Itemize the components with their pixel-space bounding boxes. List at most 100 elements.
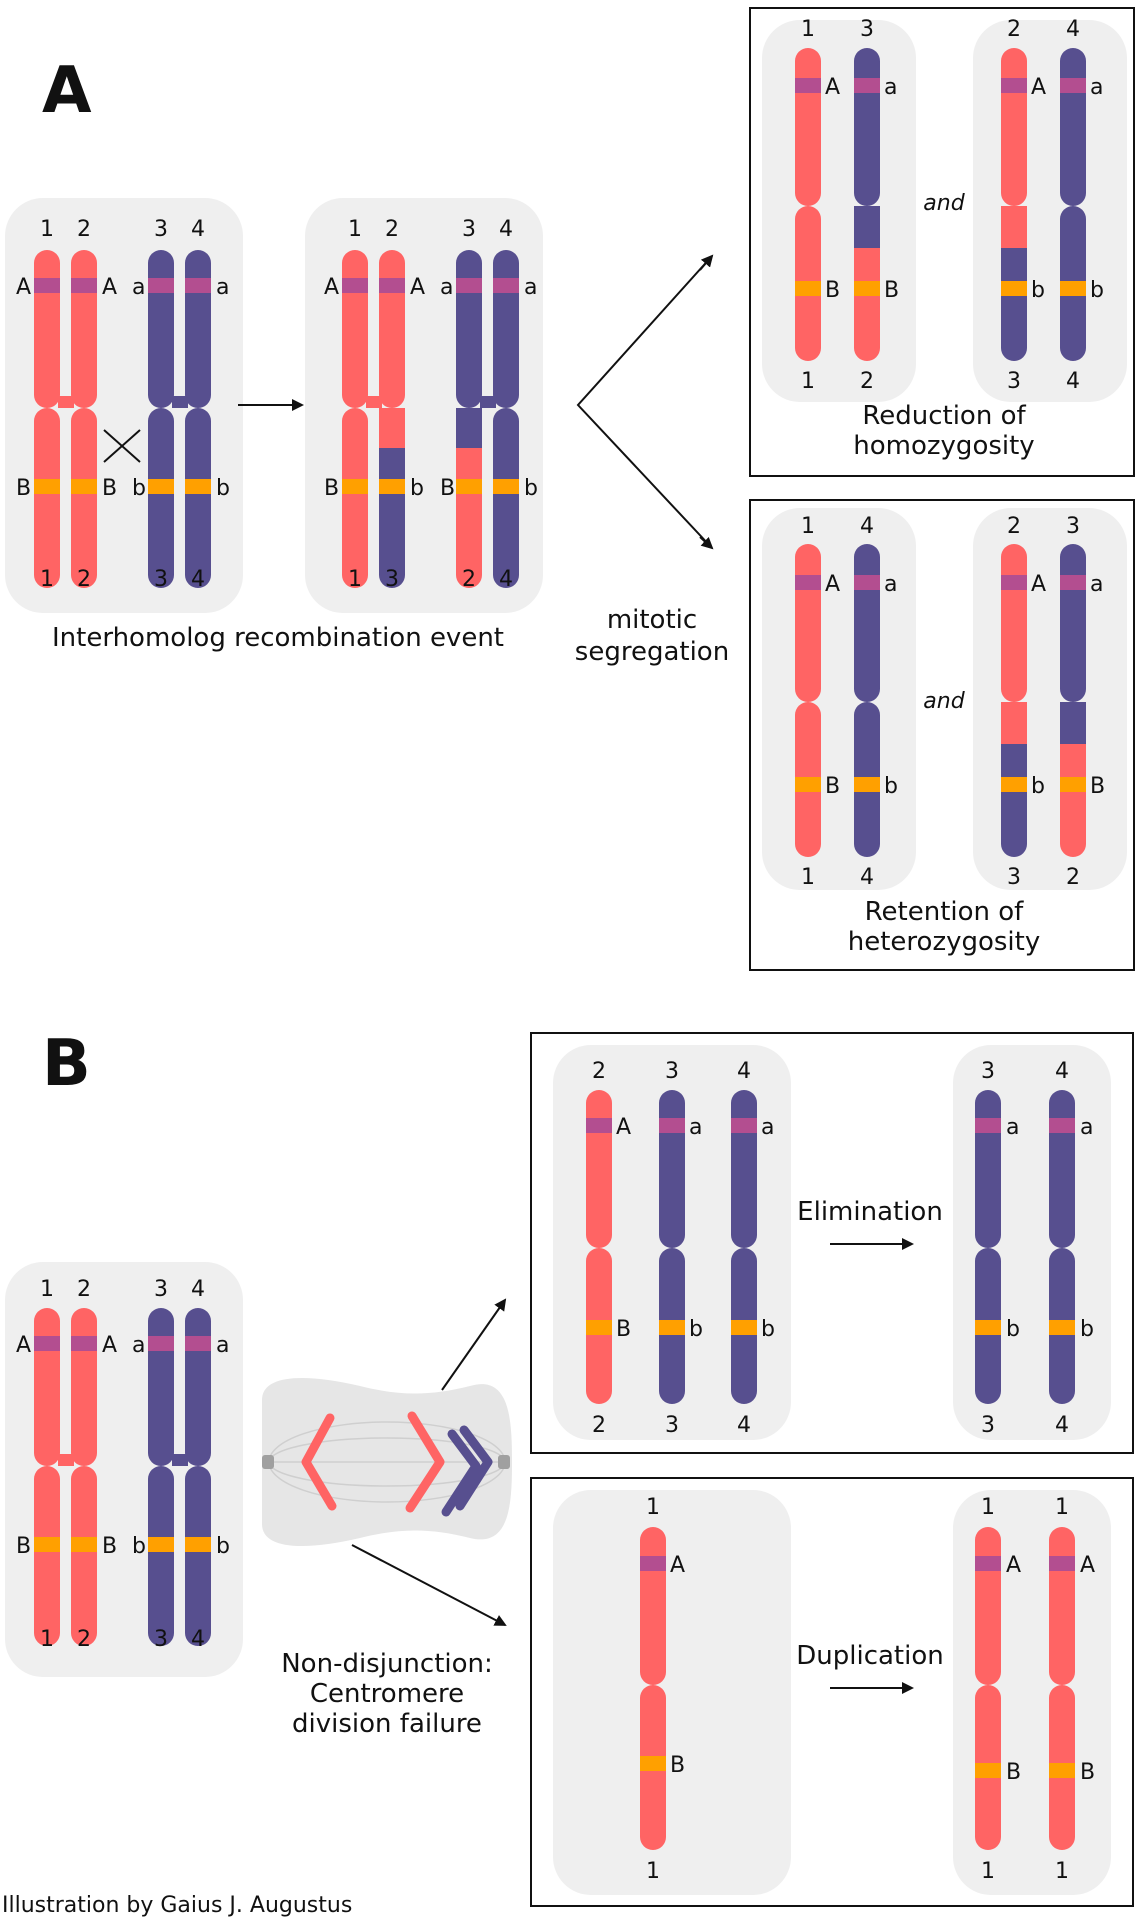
chromosome-4 [185, 1308, 211, 1646]
allele-label: b [761, 1317, 775, 1342]
allele-label: b [132, 476, 146, 501]
chromosome-2-recombined [1001, 544, 1027, 857]
chromosome-3 [975, 1090, 1001, 1404]
chromosome-number: 3 [665, 1059, 679, 1084]
allele-label: a [216, 275, 229, 300]
chromosome-number: 2 [860, 369, 874, 394]
chromosome-number: 3 [1066, 514, 1080, 539]
chromosome-number: 3 [462, 217, 476, 242]
chromosome-number: 4 [499, 217, 513, 242]
allele-label: A [1031, 572, 1046, 597]
allele-label: b [1031, 774, 1045, 799]
allele-label: b [216, 476, 230, 501]
chromosome-1-copy [1049, 1527, 1075, 1850]
chromosome-group-bg [973, 508, 1127, 890]
chromosome-number: 2 [1066, 865, 1080, 890]
chromosome-1 [975, 1527, 1001, 1850]
allele-label: B [440, 476, 455, 501]
allele-label: b [1006, 1317, 1020, 1342]
chromosome-number: 2 [77, 1627, 91, 1652]
chromosome-number: 1 [801, 17, 815, 42]
chromosome-3-recombined [456, 250, 482, 588]
chromosome-number: 3 [1007, 865, 1021, 890]
chromosome-number: 1 [1055, 1495, 1069, 1520]
allele-label: A [1031, 75, 1046, 100]
chromosome-number: 3 [385, 567, 399, 592]
allele-label: A [324, 275, 339, 300]
allele-label: B [16, 1534, 31, 1559]
allele-label: B [825, 278, 840, 303]
elimination-label: Elimination [797, 1197, 943, 1227]
allele-label: a [524, 275, 537, 300]
chromosome-number: 1 [981, 1495, 995, 1520]
chromosome-1 [34, 250, 60, 588]
allele-label: a [884, 572, 897, 597]
allele-label: B [102, 476, 117, 501]
allele-label: a [132, 1333, 145, 1358]
chromosome-number: 3 [665, 1413, 679, 1438]
chromosome-number: 2 [77, 217, 91, 242]
chromosome-number: 4 [1066, 369, 1080, 394]
chromosome-1 [34, 1308, 60, 1646]
allele-label: b [1031, 278, 1045, 303]
dividing-cell-icon [262, 1377, 512, 1547]
allele-label: A [616, 1115, 631, 1140]
retention-caption-line1: Retention of [865, 897, 1025, 927]
chromosome-number: 3 [154, 217, 168, 242]
allele-label: A [410, 275, 425, 300]
allele-label: B [1080, 1760, 1095, 1785]
chromosome-2 [71, 1308, 97, 1646]
segregation-caption-line2: segregation [575, 637, 729, 667]
nondisjunction-caption-line1: Non-disjunction: [281, 1649, 493, 1679]
chromosome-group-bg [553, 1490, 791, 1895]
allele-label: a [689, 1115, 702, 1140]
allele-label: b [524, 476, 538, 501]
chromosome-number: 4 [1055, 1413, 1069, 1438]
chromosome-2-recombined [379, 250, 405, 588]
allele-label: A [102, 1333, 117, 1358]
allele-label: A [102, 275, 117, 300]
chromosome-number: 1 [646, 1495, 660, 1520]
chromosome-4 [185, 250, 211, 588]
allele-label: a [1080, 1115, 1093, 1140]
crossover-x-icon [103, 429, 141, 463]
allele-label: a [216, 1333, 229, 1358]
reduction-caption-line2: homozygosity [853, 431, 1034, 461]
centromere-bridge [58, 396, 74, 408]
allele-label: A [1006, 1553, 1021, 1578]
chromosome-number: 1 [1055, 1859, 1069, 1884]
duplication-label: Duplication [796, 1641, 943, 1671]
chromosome-1 [640, 1527, 666, 1850]
nondisjunction-caption-line3: division failure [292, 1709, 482, 1739]
chromosome-group-bg [5, 198, 243, 613]
chromosome-number: 1 [348, 567, 362, 592]
chromosome-2 [586, 1090, 612, 1404]
chromosome-number: 2 [592, 1413, 606, 1438]
chromosome-number: 3 [860, 17, 874, 42]
allele-label: A [825, 75, 840, 100]
centromere-bridge [172, 1454, 188, 1466]
allele-label: B [825, 774, 840, 799]
centromere-bridge [58, 1454, 74, 1466]
allele-label: A [825, 572, 840, 597]
chromosome-number: 1 [801, 865, 815, 890]
allele-label: A [670, 1553, 685, 1578]
chromosome-number: 4 [860, 514, 874, 539]
allele-label: A [16, 1333, 31, 1358]
chromosome-group-bg [5, 1262, 243, 1677]
allele-label: B [616, 1317, 631, 1342]
allele-label: B [1006, 1760, 1021, 1785]
allele-label: B [102, 1534, 117, 1559]
panel-a-letter: A [42, 54, 92, 128]
chromosome-number: 4 [499, 567, 513, 592]
chromosome-number: 3 [1007, 369, 1021, 394]
retention-caption-line2: heterozygosity [848, 927, 1041, 957]
arrow-to-retention [699, 536, 714, 550]
chromosome-number: 4 [860, 865, 874, 890]
chromosome-4 [854, 544, 880, 857]
recombination-caption: Interhomolog recombination event [52, 623, 504, 653]
allele-label: a [1006, 1115, 1019, 1140]
chromosome-group-bg [973, 20, 1127, 402]
allele-label: a [761, 1115, 774, 1140]
chromosome-number: 1 [646, 1859, 660, 1884]
